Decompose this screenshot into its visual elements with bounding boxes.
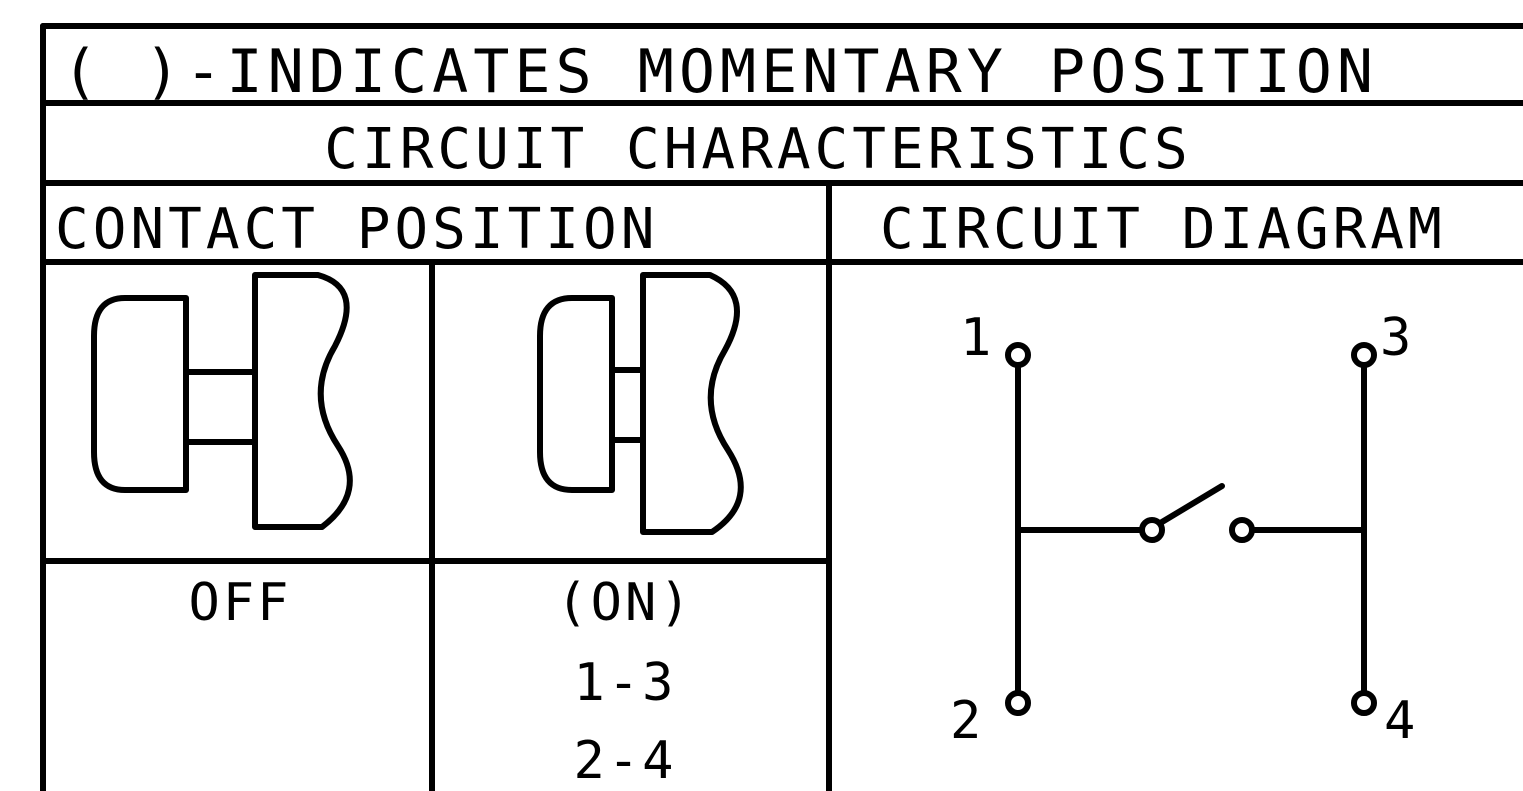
terminal-2-label: 2: [950, 691, 981, 751]
position-on-label: (ON): [556, 573, 693, 633]
circuit-diagram: [1005, 342, 1377, 716]
terminal-1-icon: [1005, 342, 1031, 368]
section-title: CIRCUIT CHARACTERISTICS: [324, 117, 1191, 182]
terminal-4-label: 4: [1384, 691, 1415, 751]
terminal-3-label: 3: [1380, 308, 1411, 368]
position-on-contact-2: 2-4: [574, 731, 677, 791]
pushbutton-extended-icon: [91, 272, 353, 530]
terminal-3-icon: [1351, 342, 1377, 368]
contact-position-header: CONTACT POSITION: [55, 197, 658, 262]
position-on-contact-1: 1-3: [574, 653, 677, 713]
switch-contact-left: [1139, 517, 1165, 543]
circuit-diagram-header: CIRCUIT DIAGRAM: [880, 197, 1446, 262]
switch-contact-right: [1229, 517, 1255, 543]
terminal-4-icon: [1351, 690, 1377, 716]
position-off-label: OFF: [189, 573, 292, 633]
terminal-2-icon: [1005, 690, 1031, 716]
table-grid: [40, 23, 1523, 791]
pushbutton-depressed-icon: [537, 272, 744, 535]
terminal-1-label: 1: [960, 308, 991, 368]
momentary-legend: ( )-INDICATES MOMENTARY POSITION: [62, 37, 1378, 107]
switch-blade: [1159, 483, 1225, 525]
